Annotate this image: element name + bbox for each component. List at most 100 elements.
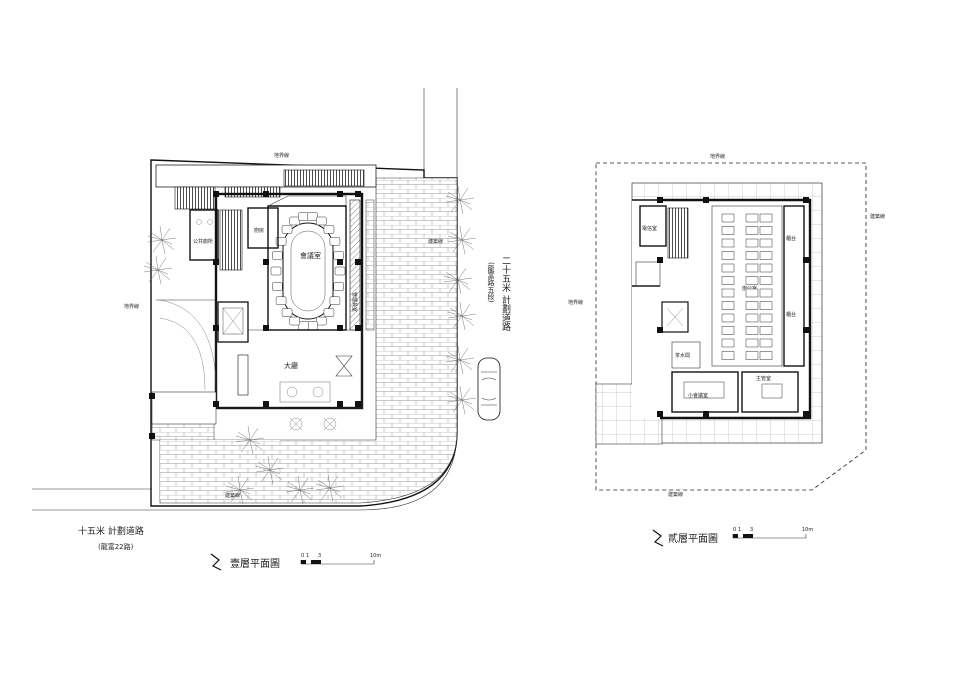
desk — [745, 338, 759, 348]
desk — [759, 276, 773, 285]
label-meeting-room: 會議室 — [300, 251, 321, 260]
column — [803, 327, 809, 333]
car-icon — [477, 357, 501, 421]
column — [213, 191, 219, 197]
column — [337, 259, 343, 265]
meeting-chair — [316, 216, 327, 226]
column — [355, 259, 361, 265]
column — [803, 197, 809, 203]
column — [263, 259, 269, 265]
column — [657, 327, 663, 333]
column — [803, 257, 809, 263]
desk — [759, 326, 773, 335]
desk — [759, 301, 773, 310]
desk — [745, 251, 759, 260]
desk — [759, 288, 773, 298]
desk — [721, 338, 735, 348]
scale-2-tick-1: 1 — [738, 527, 741, 533]
office-desks — [721, 213, 773, 360]
desk — [759, 238, 773, 248]
label-boundary-top-2: 地界線 — [710, 153, 725, 160]
label-storage: 電信室 — [642, 225, 657, 232]
desk — [721, 351, 735, 360]
shrub-icon — [143, 255, 173, 285]
scale-2-tick-3: 10m — [802, 527, 813, 533]
label-cabinet-a: 櫃台 — [786, 235, 796, 242]
desk — [745, 326, 759, 335]
label-road-right: 二十五米 計劃道路 — [500, 256, 511, 332]
desk — [721, 276, 735, 285]
column — [355, 325, 361, 331]
meeting-chair — [272, 282, 283, 291]
label-cabinet-b: 櫃台 — [786, 311, 796, 318]
column — [213, 259, 219, 265]
desk — [745, 213, 759, 223]
meeting-chair — [323, 308, 335, 317]
scale-bar-2: 0 1 3 10m — [732, 527, 813, 539]
label-kitchen: 廚房 — [254, 227, 264, 234]
structural-columns-2 — [657, 197, 809, 417]
scale-1-tick-3: 10m — [370, 553, 381, 559]
scale-1-tick-2: 3 — [318, 553, 321, 559]
desk — [745, 276, 759, 285]
column — [337, 191, 343, 197]
desk — [759, 263, 773, 273]
north-arrow-icon — [210, 553, 222, 571]
scale-1-tick-1: 1 — [306, 553, 309, 559]
desk — [721, 263, 735, 273]
column — [213, 325, 219, 331]
column — [657, 411, 663, 417]
desk — [745, 263, 759, 273]
meeting-chair — [281, 225, 293, 234]
scale-bar-1: 0 1 3 10m — [300, 553, 381, 565]
desk — [721, 326, 735, 335]
meeting-chair — [275, 296, 287, 305]
structural-columns-1 — [149, 191, 361, 439]
column — [263, 325, 269, 331]
label-road-bottom: 十五米 計劃道路 — [78, 525, 144, 537]
desk — [721, 251, 735, 260]
label-road-bottom-sub: (龍富22路) — [98, 542, 134, 551]
column — [149, 433, 155, 439]
plan-2-title: 貳層平面圖 — [668, 532, 718, 545]
desk — [759, 226, 773, 235]
desk — [745, 351, 759, 360]
desk — [721, 288, 735, 298]
label-boundary-right-2: 建築線 — [870, 213, 885, 220]
north-arrow-icon-2 — [652, 529, 664, 547]
label-boundary-top-1: 地界線 — [274, 152, 289, 159]
desk — [745, 301, 759, 310]
column — [657, 197, 663, 203]
label-machine-room: 管理員室 — [351, 292, 358, 312]
scale-2-tick-0: 0 — [733, 527, 736, 533]
column — [703, 197, 709, 203]
label-restroom: 公共廁所 — [193, 238, 213, 245]
outdoor-tables — [289, 417, 337, 431]
desk — [745, 226, 759, 235]
desk — [721, 238, 735, 248]
label-boundary-left-2: 地界線 — [568, 299, 583, 306]
desk — [745, 288, 759, 298]
column — [337, 325, 343, 331]
desk — [721, 226, 735, 235]
meeting-chair — [272, 251, 283, 260]
column — [803, 411, 809, 417]
scale-1-tick-0: 0 — [301, 553, 304, 559]
plan-2: 電信室 辦公室 櫃台 櫃台 茶水間 小會議室 主管室 地界線 地界線 建築線 建… — [568, 153, 885, 547]
desk — [721, 313, 735, 323]
meeting-chair — [298, 212, 309, 221]
column — [355, 191, 361, 197]
label-boundary-left-1: 地界線 — [124, 303, 139, 310]
label-vip-room: 主管室 — [756, 375, 771, 382]
column — [337, 401, 343, 407]
label-road-right-sub: (龍富路五段) — [487, 262, 495, 303]
column — [657, 257, 663, 263]
desk — [745, 313, 759, 323]
desk — [759, 251, 773, 260]
label-boundary-bottom-1: 建築線 — [225, 492, 240, 499]
label-boundary-right-1: 建築線 — [428, 238, 443, 245]
plan-1: 會議室 管理員室 大廳 廚房 公共廁所 — [32, 88, 511, 571]
desk — [721, 213, 735, 223]
meeting-chair — [281, 308, 293, 317]
